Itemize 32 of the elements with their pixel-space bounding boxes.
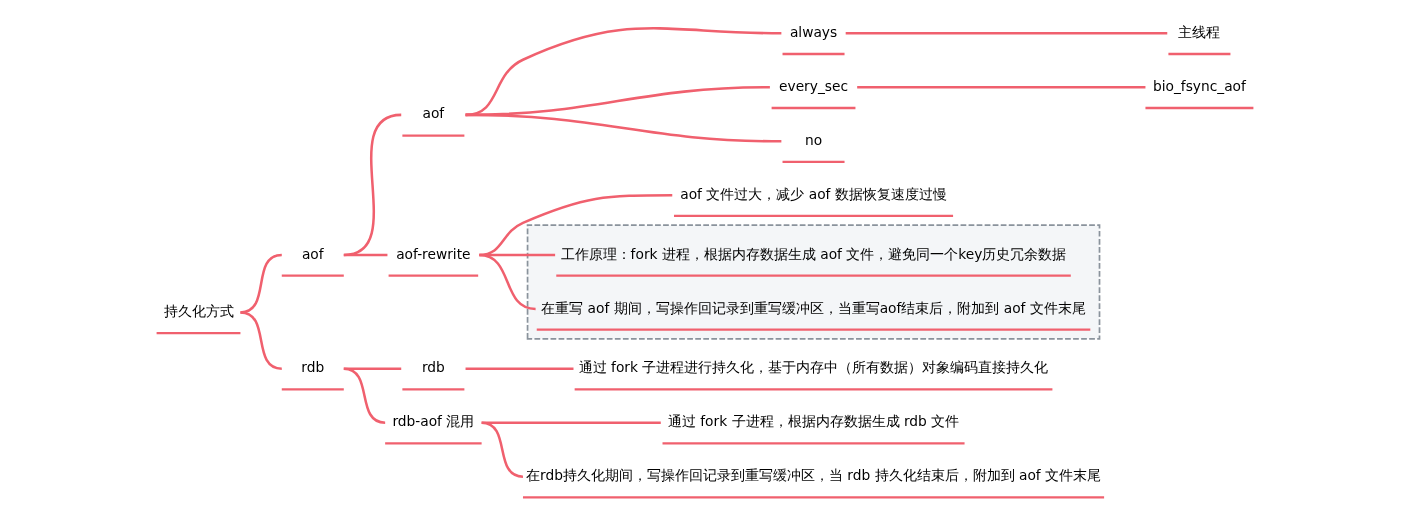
- connector: [478, 253, 536, 311]
- connector: [480, 421, 523, 478]
- connector: [343, 253, 387, 257]
- node-text: rdb: [300, 359, 324, 376]
- node-text: 通过 fork 子进程，根据内存数据生成 rdb 文件: [667, 413, 959, 430]
- connector: [845, 32, 1167, 35]
- node-text: 工作原理：fork 进程，根据内存数据生成 aof 文件，避免同一个key历史冗余数据: [560, 245, 1066, 262]
- connector: [464, 27, 781, 117]
- connector: [343, 367, 401, 370]
- node-text: 在重写 aof 期间，写操作回记录到重写缓冲区，当重写aof结束后，附加到 aof 文件末尾: [540, 299, 1086, 316]
- connector: [465, 113, 781, 143]
- node-text: aof: [422, 105, 444, 122]
- node-text: aof-rewrite: [395, 245, 471, 262]
- connector: [343, 113, 401, 257]
- connector: [856, 86, 1145, 89]
- node-text: every_sec: [778, 77, 848, 94]
- node-text: rdb-aof 混用: [391, 413, 474, 430]
- node-text: aof 文件过大，减少 aof 数据恢复速度过慢: [679, 185, 947, 202]
- node-text: 通过 fork 子进程进行持久化，基于内存中（所有数据）对象编码直接持久化: [578, 359, 1048, 376]
- cluster: [526, 224, 1100, 340]
- connector: [239, 311, 282, 370]
- node-text: 主线程: [1177, 23, 1220, 40]
- connector: [481, 421, 661, 424]
- node-text: 持久化方式: [163, 302, 234, 319]
- node-text: always: [789, 23, 837, 40]
- connector: [343, 367, 385, 424]
- node-text: 在rdb持久化期间，写操作回记录到重写缓冲区，当 rdb 持久化结束后，附加到 aof 文件末尾: [525, 467, 1101, 484]
- node-text: no: [804, 131, 822, 148]
- node-text: aof: [301, 245, 324, 262]
- node-text: rdb: [421, 359, 445, 376]
- connector: [465, 367, 573, 370]
- node-text: bio_fsync_aof: [1152, 77, 1246, 94]
